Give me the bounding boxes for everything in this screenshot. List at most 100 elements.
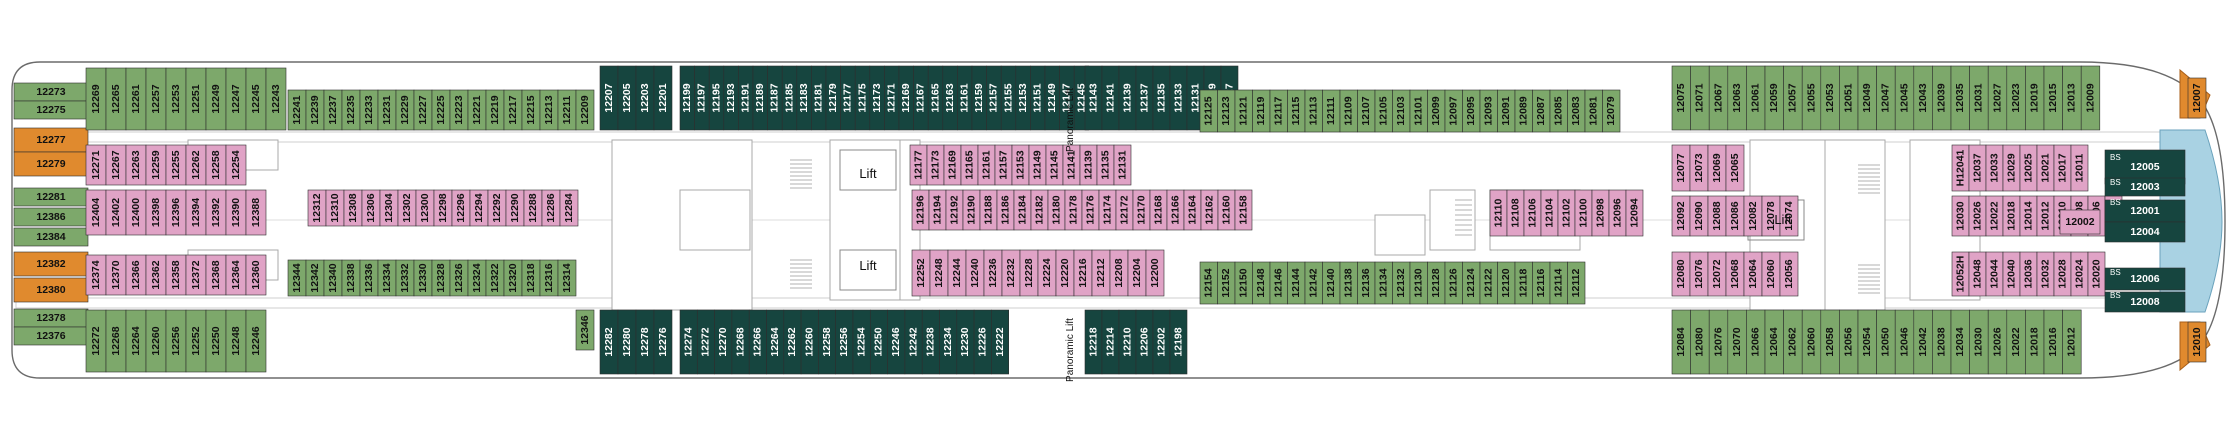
cabin: 12166 (1166, 189, 1185, 231)
cabin: 12001 (2104, 199, 2186, 223)
cabin-label: 12169 (946, 150, 958, 179)
cabin-label: 12257 (150, 84, 162, 113)
cabin: 12158 (1234, 189, 1253, 231)
cabin-label: 12045 (1898, 83, 1910, 112)
cabin: 12056 (1779, 251, 1799, 297)
cabin: 12017 (2053, 144, 2072, 192)
cabin-label: 12378 (36, 312, 65, 324)
cabin-label: H12041 (1954, 149, 1966, 186)
cabin-label: 12181 (812, 83, 824, 112)
cabin-box (559, 189, 579, 227)
cabin: 12384 (13, 227, 89, 247)
cabin: 12249 (205, 67, 227, 131)
cabin: 12030 (1951, 195, 1970, 237)
cabin: 12232 (1001, 249, 1021, 297)
cabin-label: 12213 (543, 95, 555, 124)
cabin-label: 12175 (856, 83, 868, 112)
cabin: 12010 (2187, 321, 2207, 363)
cabin-label: 12031 (1973, 83, 1985, 112)
cabin-label: 12155 (1002, 83, 1014, 112)
cabin: 12256 (835, 309, 854, 375)
cabin-label: 12250 (210, 326, 222, 355)
cabin: 12189 (752, 65, 768, 131)
cabin: 12140 (1322, 261, 1341, 305)
cabin-label: 12221 (471, 95, 483, 124)
cabin: 12182 (1030, 189, 1049, 231)
cabin-label: 12272 (90, 326, 102, 355)
cabin: 12030 (1969, 309, 1989, 375)
cabin: 12298 (433, 189, 453, 227)
cabin-label: 12151 (1031, 83, 1043, 112)
cabin-label: 12182 (1033, 195, 1045, 224)
cabin-label: 12026 (1971, 201, 1983, 230)
cabin: 12064 (1743, 251, 1763, 297)
cabin: 12206 (1135, 309, 1154, 375)
cabin: 12024 (2070, 251, 2089, 297)
cabin-label: 12258 (210, 150, 222, 179)
cabin: 12051 (1839, 65, 1859, 131)
cabin-label: 12022 (2010, 327, 2022, 356)
cabin: 12273 (13, 82, 89, 102)
cabin: 12002 (2059, 209, 2101, 235)
cabin: 12215 (521, 89, 541, 131)
cabin-label: 12161 (980, 150, 992, 179)
cabin: 12368 (205, 254, 227, 296)
cabin-label: 12028 (2056, 259, 2068, 288)
cabin-label: 12002 (2065, 216, 2094, 228)
cabin-label: 12093 (1483, 96, 1495, 125)
cabin-label: 12005 (2130, 161, 2159, 173)
cabin-label: 12249 (210, 84, 222, 113)
cabin-label: 12338 (345, 263, 357, 292)
cabin: 12263 (125, 144, 147, 186)
cabin-label: 12094 (1628, 198, 1640, 227)
cabin: 12046 (1894, 309, 1915, 375)
cabin: 12205 (617, 65, 637, 131)
cabin: 12308 (343, 189, 363, 227)
cabin-label: 12083 (1570, 96, 1582, 125)
cabin: 12239 (305, 89, 325, 131)
cabin: 12314 (557, 259, 577, 297)
cabin-label: 12292 (491, 193, 503, 222)
cabin-label: 12259 (150, 150, 162, 179)
cabin: 12025 (2019, 144, 2038, 192)
label-layer: Lift Lift Lift Panoramic Lift Panoramic … (859, 88, 1792, 382)
cabin: 12212 (1091, 249, 1111, 297)
cabin-label: 12131 (1189, 83, 1201, 112)
cabin-label: 12275 (36, 104, 65, 116)
cabin: 12250 (205, 309, 227, 373)
cabin-label: 12102 (1560, 198, 1572, 227)
lift-label-1: Lift (859, 166, 877, 181)
cabin-label: 12190 (965, 195, 977, 224)
cabin: 12163 (942, 65, 958, 131)
cabin: 12026 (1987, 309, 2008, 375)
cabin: 12062 (1783, 309, 1803, 375)
cabin: 12141 (1101, 65, 1120, 131)
cabin-label: 12074 (1783, 201, 1795, 230)
cabin: 12070 (1727, 309, 1747, 375)
cabin-label: 12306 (365, 193, 377, 222)
cabin: 12168 (1149, 189, 1168, 231)
cabin: 12296 (451, 189, 471, 227)
cabin-label: 12264 (130, 326, 142, 355)
cabin-label: 12320 (507, 263, 519, 292)
cabin-label: 12063 (1731, 83, 1743, 112)
cabin: 12033 (1985, 144, 2004, 192)
cabin-label: 12099 (1430, 96, 1442, 125)
cabin-label: 12169 (900, 83, 912, 112)
cabin-label: 12247 (230, 84, 242, 113)
cabin-label: 12235 (345, 95, 357, 124)
cabin: 12324 (467, 259, 487, 297)
cabin-label: 12340 (327, 263, 339, 292)
cabin: 12201 (653, 65, 673, 131)
cabin-label: 12252 (190, 326, 202, 355)
cabin: 12032 (2036, 251, 2055, 297)
cabin: 12090 (1689, 195, 1709, 237)
cabin-label: 12262 (190, 150, 202, 179)
cabin: 12147 (1059, 65, 1075, 131)
cabin: 12183 (796, 65, 812, 131)
cabin: 12330 (413, 259, 433, 297)
cabin: 12008 (2104, 291, 2186, 313)
cabin-label: 12113 (1308, 97, 1320, 126)
cabin: 12151 (1030, 65, 1046, 131)
cabin: 12009 (2080, 65, 2101, 131)
